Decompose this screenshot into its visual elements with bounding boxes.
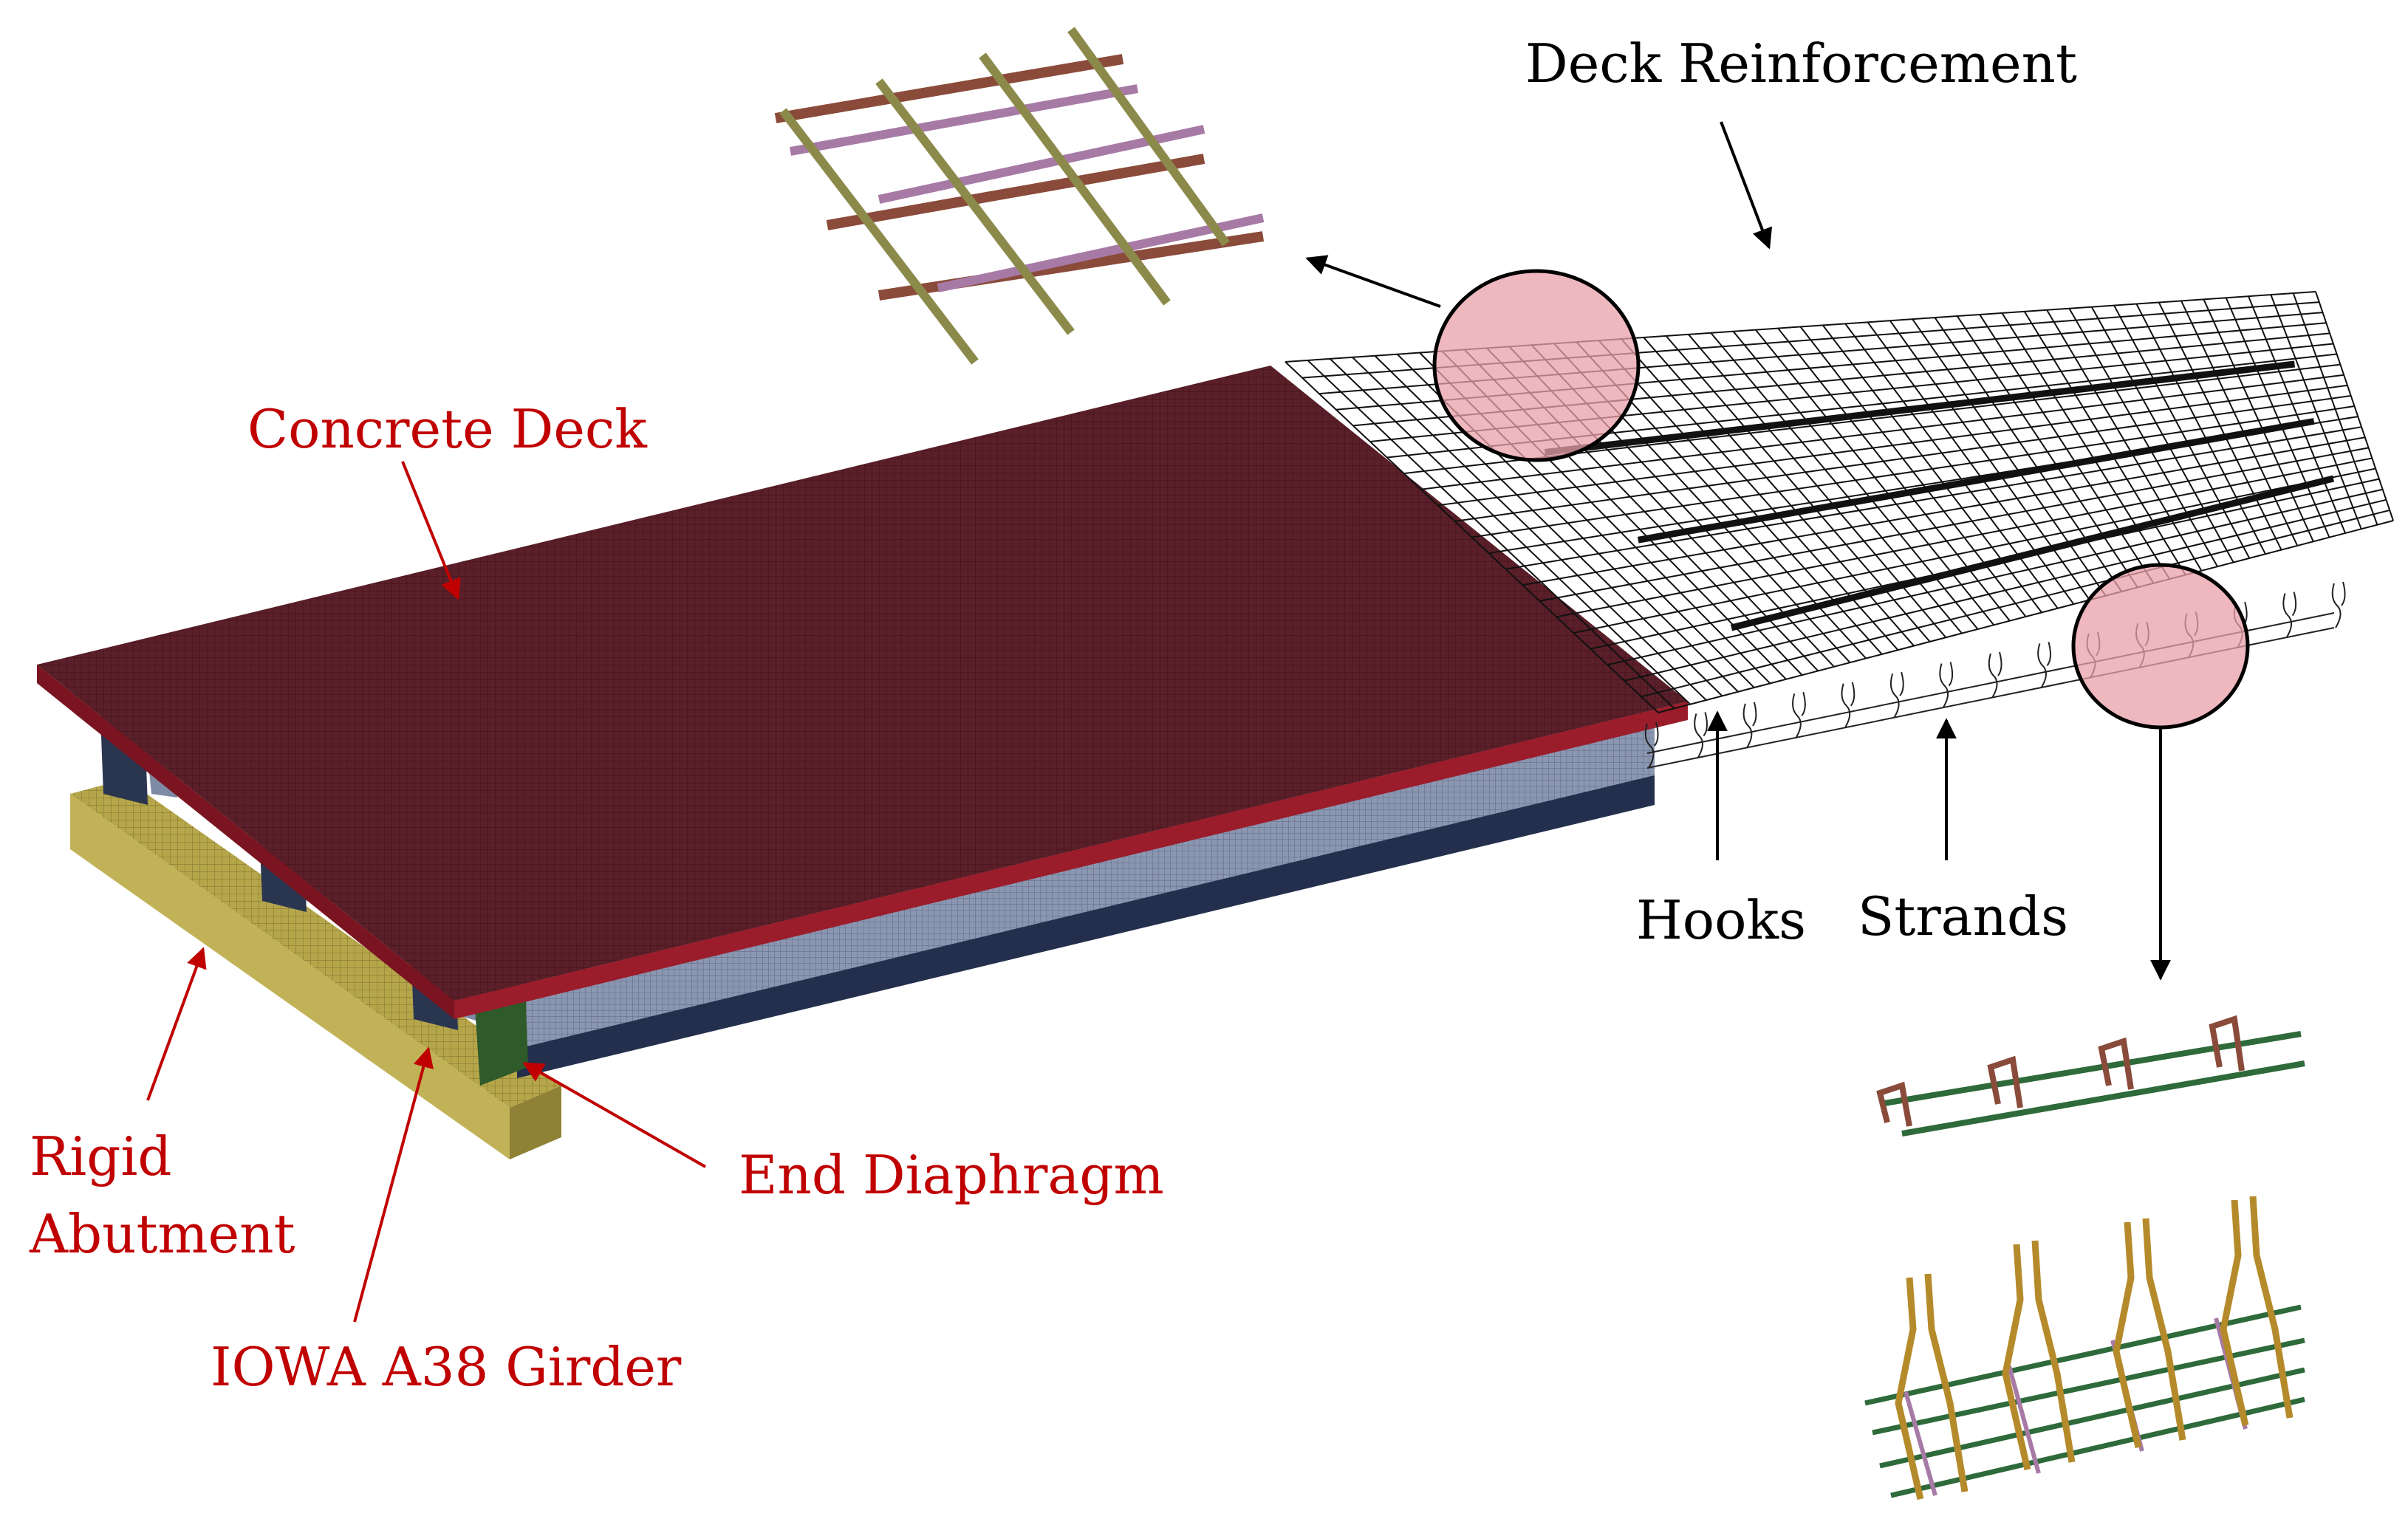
label-hooks: Hooks [1636,889,1807,951]
label-girder: IOWA A38 Girder [211,1336,682,1398]
bridge-model [37,366,1688,1159]
arrow-concrete-deck [401,461,461,600]
arrow-deck-reinforcement [1720,121,1773,250]
deck-mesh-detail [774,27,1265,365]
highlight-circle-hooks [2071,563,2250,730]
concrete-deck-top [37,366,1688,1001]
label-concrete-deck: Concrete Deck [247,398,647,460]
highlight-circle-deck [1432,269,1641,462]
arrow-end-diaphragm [522,1062,706,1168]
girder-bottom-flange [517,775,1655,1078]
label-deck-reinforcement: Deck Reinforcement [1525,32,2077,95]
concrete-deck-side [454,702,1688,1019]
strands-detail [1876,1015,2305,1137]
rigid-abutment-side [70,794,510,1159]
arrow-girder [353,1046,434,1323]
concrete-deck-end [37,665,454,1019]
label-end-diaphragm: End Diaphragm [739,1144,1164,1206]
hooks-detail [1864,1196,2305,1501]
rigid-abutment-top [70,779,561,1108]
arrow-zoom-deck [1305,255,1441,308]
rigid-abutment-end [510,1086,561,1159]
arrow-rigid-abutment [146,947,207,1101]
leader-arrows [146,121,2171,1323]
label-strands: Strands [1858,885,2069,947]
label-rigid: Rigid [30,1125,172,1187]
label-abutment: Abutment [30,1203,295,1265]
